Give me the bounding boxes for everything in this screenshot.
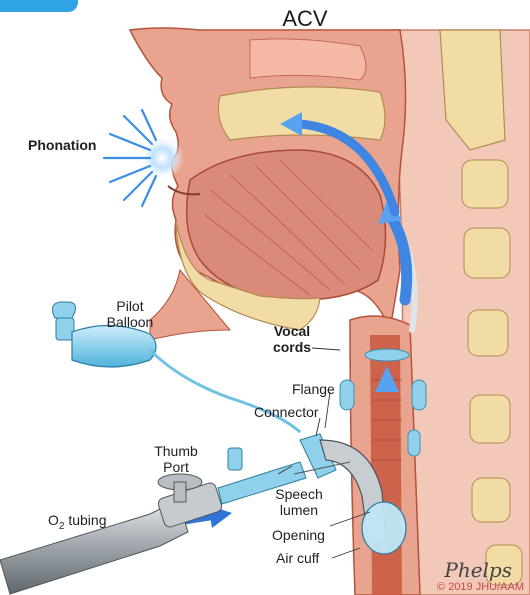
label-speech-lumen: Speech lumen xyxy=(272,486,326,518)
label-opening: Opening xyxy=(272,527,325,543)
label-thumb-port: Thumb Port xyxy=(152,443,200,475)
artist-signature: Phelps xyxy=(444,559,512,581)
label-vocal-cords-line2: cords xyxy=(270,339,314,355)
copyright-credit: © 2019 JHU/AAM xyxy=(437,581,524,593)
vocal-cords-shape xyxy=(365,349,409,361)
label-flange: Flange xyxy=(292,381,335,397)
label-thumb-port-line1: Thumb xyxy=(152,443,200,459)
label-phonation: Phonation xyxy=(28,137,96,153)
label-vocal-cords-line1: Vocal xyxy=(270,323,314,339)
label-o2-subscript: 2 xyxy=(59,521,65,532)
label-speech-lumen-line1: Speech xyxy=(272,486,326,502)
label-o2-suffix: tubing xyxy=(64,512,106,528)
label-o2-prefix: O xyxy=(48,512,59,528)
label-pilot-balloon-line2: Balloon xyxy=(102,314,158,330)
label-speech-lumen-line2: lumen xyxy=(272,502,326,518)
page-title: ACV xyxy=(0,6,530,32)
label-pilot-balloon: Pilot Balloon xyxy=(102,298,158,330)
label-o2-tubing: O2 tubing xyxy=(48,512,107,531)
label-air-cuff: Air cuff xyxy=(276,550,319,566)
label-vocal-cords: Vocal cords xyxy=(270,323,314,355)
label-thumb-port-line2: Port xyxy=(152,459,200,475)
label-connector: Connector xyxy=(254,404,319,420)
label-pilot-balloon-line1: Pilot xyxy=(102,298,158,314)
